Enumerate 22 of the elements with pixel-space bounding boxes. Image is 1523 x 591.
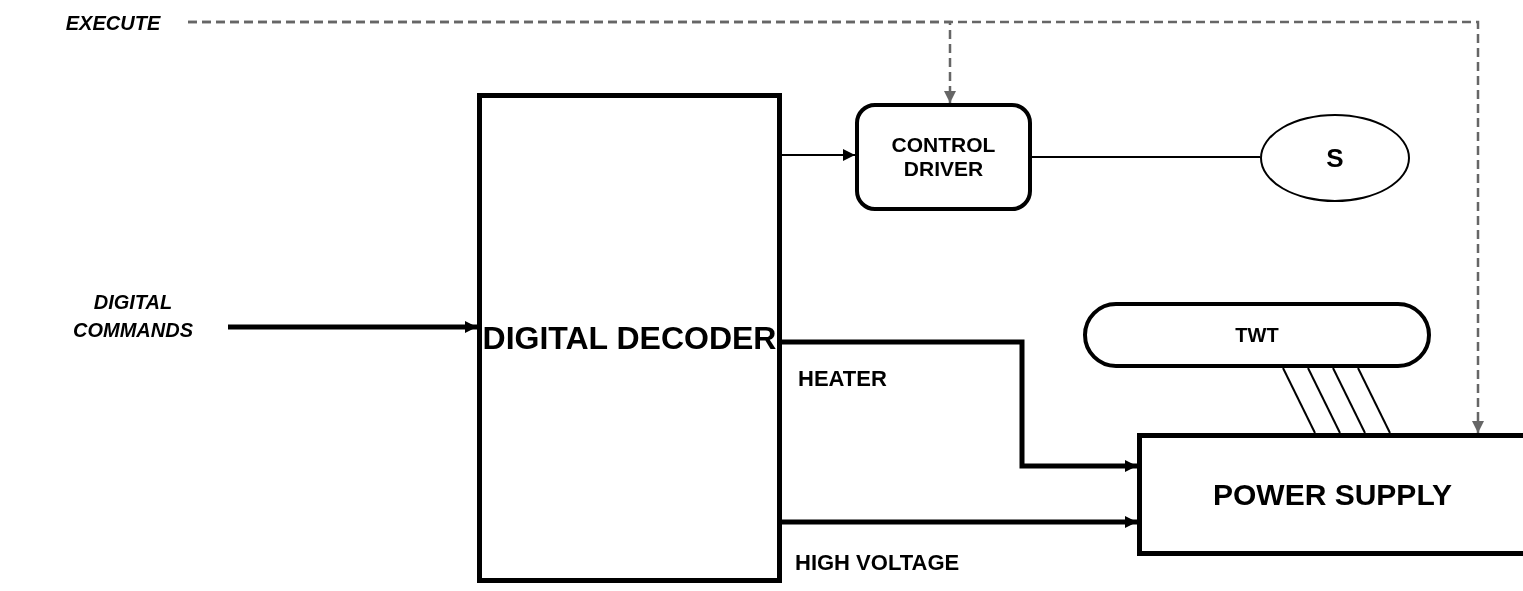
node-label: CONTROL DRIVER xyxy=(890,133,997,181)
input-label: DIGITAL COMMANDS xyxy=(72,290,194,343)
connector-line xyxy=(1031,156,1261,158)
node-label: S xyxy=(1326,142,1344,174)
arrow xyxy=(228,321,477,333)
node-label: DIGITAL DECODER xyxy=(482,319,777,357)
twt-pill xyxy=(1083,302,1431,368)
arrow xyxy=(782,516,1137,528)
connector-line xyxy=(1307,367,1341,434)
connector-line xyxy=(1332,367,1366,434)
power-supply-box xyxy=(1137,433,1523,556)
arrow xyxy=(188,20,1484,433)
connector-line xyxy=(1357,367,1391,434)
node-label: POWER SUPPLY xyxy=(1213,477,1452,512)
decoder-box xyxy=(477,93,782,583)
arrow xyxy=(782,339,1137,472)
driver-box xyxy=(855,103,1032,211)
node-label: TWT xyxy=(1235,323,1279,347)
connector-line xyxy=(1282,367,1316,434)
s-ellipse xyxy=(1260,114,1410,202)
arrow xyxy=(781,149,856,161)
input-label: EXECUTE xyxy=(65,11,161,36)
